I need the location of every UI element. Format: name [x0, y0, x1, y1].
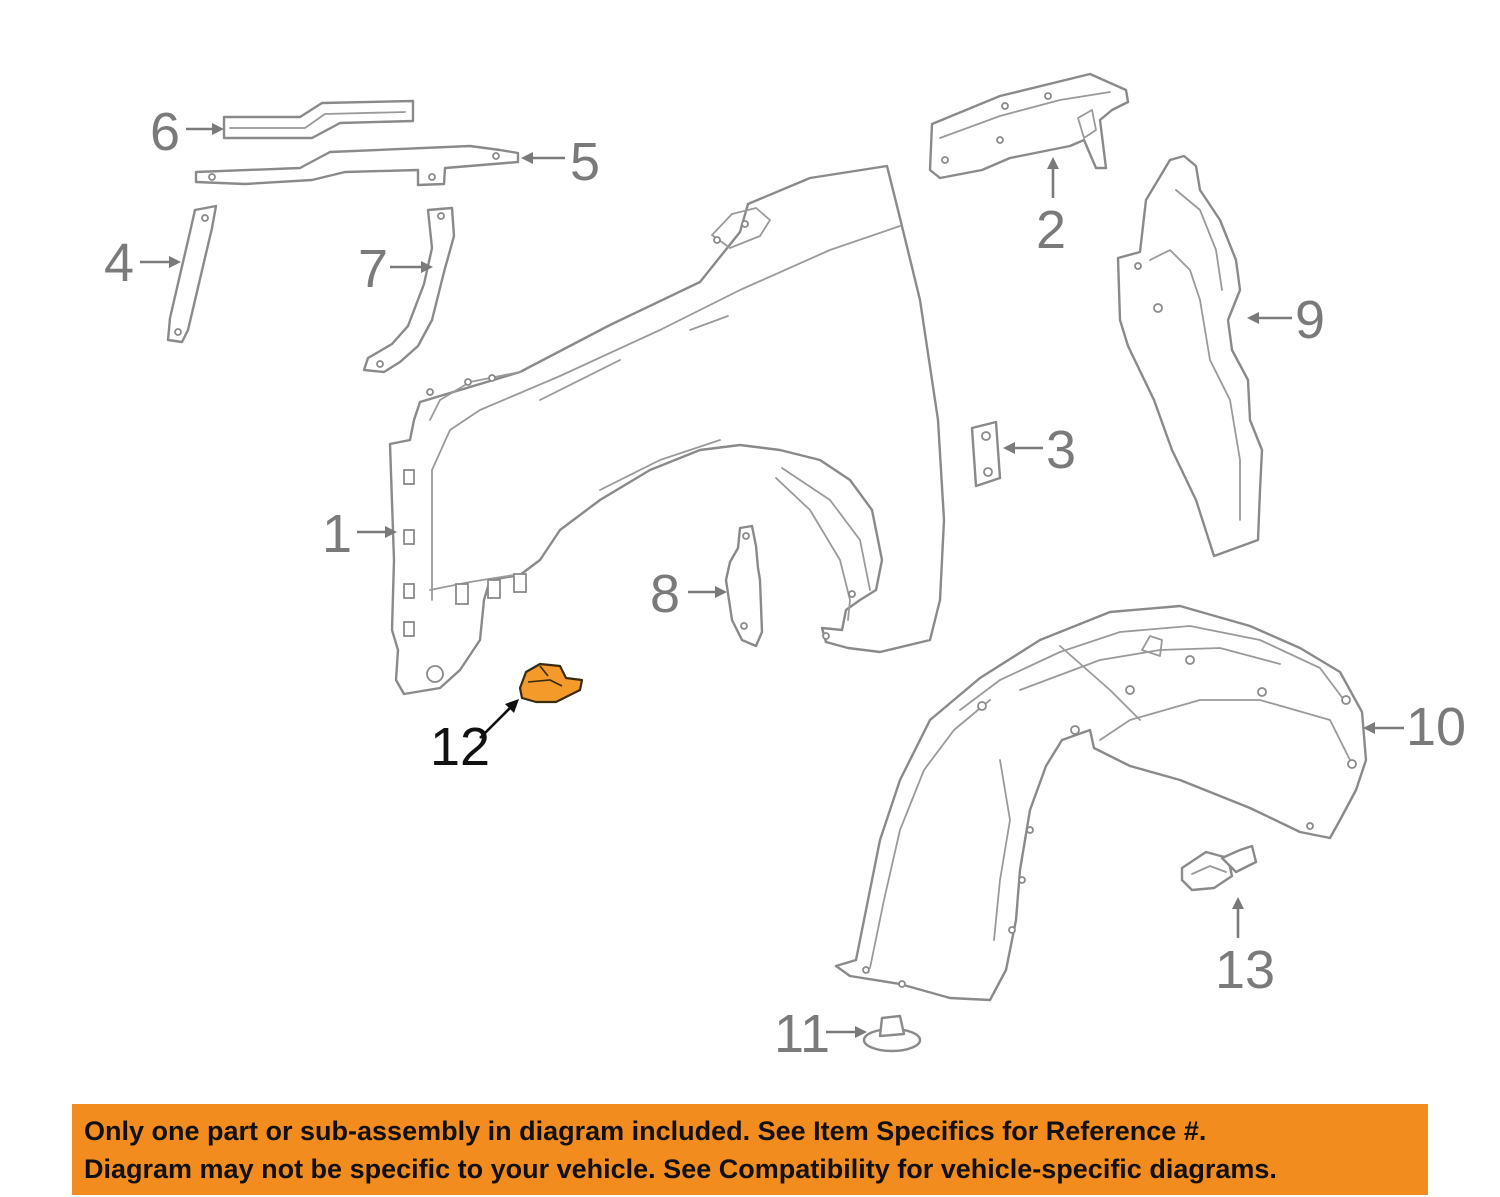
disclaimer-line-2: Diagram may not be specific to your vehi… — [84, 1154, 1277, 1184]
callout-13: 13 — [1215, 940, 1275, 1000]
callout-4: 4 — [104, 233, 134, 293]
part-5-rail-bracket — [194, 144, 520, 187]
callout-9: 9 — [1295, 290, 1325, 350]
part-2-upper-bracket — [928, 72, 1130, 180]
callout-arrows — [140, 123, 1404, 1038]
callout-6: 6 — [150, 102, 180, 162]
part-8-bracket — [724, 524, 764, 648]
part-9-liner-shield — [1116, 154, 1264, 558]
part-11-clip — [862, 1014, 922, 1053]
callout-7: 7 — [358, 239, 388, 299]
parts-diagram: 6 5 4 7 1 2 3 9 8 10 13 11 12 — [104, 72, 1466, 1064]
part-1-fender — [388, 164, 946, 696]
callout-10: 10 — [1406, 697, 1466, 757]
disclaimer-line-1: Only one part or sub-assembly in diagram… — [84, 1116, 1207, 1146]
callout-5: 5 — [570, 132, 600, 192]
callout-8: 8 — [650, 564, 680, 624]
part-13-bolt — [1180, 844, 1258, 892]
callout-1: 1 — [322, 504, 352, 564]
part-10-wheelhouse-liner — [834, 604, 1368, 1002]
part-7-curved-brace — [362, 206, 456, 374]
callout-3: 3 — [1046, 420, 1076, 480]
disclaimer-banner: Only one part or sub-assembly in diagram… — [72, 1104, 1428, 1195]
callout-2: 2 — [1036, 200, 1066, 260]
callout-11: 11 — [774, 1004, 830, 1064]
part-3-pad — [970, 420, 1002, 488]
part-12-highlighted-bracket — [518, 662, 584, 704]
part-6-upper-rail — [222, 99, 415, 140]
callout-labels: 6 5 4 7 1 2 3 9 8 10 13 11 12 — [104, 102, 1466, 1064]
part-4-brace — [166, 204, 218, 344]
callout-12: 12 — [430, 717, 490, 777]
